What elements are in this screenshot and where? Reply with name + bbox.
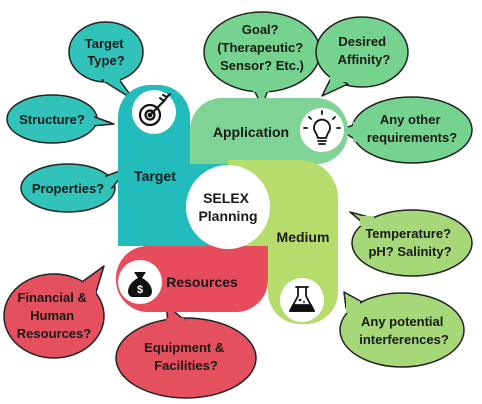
bubble-other-requirements: Any other requirements? xyxy=(339,96,473,164)
bubble-desired-affinity: Desired Affinity? xyxy=(315,16,409,97)
bubble-properties-shape xyxy=(20,163,116,213)
svg-text:$: $ xyxy=(137,284,143,296)
bubble-target-type-shape xyxy=(68,21,144,83)
bubble-desired-affinity-text: Desired Affinity? xyxy=(338,34,391,67)
arm-resources-label: Resources xyxy=(166,274,238,290)
arm-medium-label: Medium xyxy=(277,229,330,245)
bubble-equipment-shape xyxy=(115,317,257,399)
bubble-target-type-text: Target Type? xyxy=(85,36,127,68)
bubble-financial-text: Financial & Human Resources? xyxy=(17,290,91,341)
arm-application-label: Application xyxy=(213,124,289,140)
center-circle xyxy=(186,165,270,249)
money-bag-icon: $ xyxy=(128,272,152,297)
bubble-interferences-shape xyxy=(339,292,465,368)
bubble-equipment-text: Equipment & Facilities? xyxy=(144,340,228,373)
flask-icon xyxy=(289,286,315,312)
target-arrow-icon xyxy=(138,93,171,127)
bubble-interferences: Any potential interferences? xyxy=(339,291,465,368)
arm-target-label: Target xyxy=(134,168,176,184)
bubble-temperature-text: Temperature? pH? Salinity? xyxy=(365,226,454,259)
center-label: SELEX Planning xyxy=(198,190,257,224)
bubble-financial-shape xyxy=(3,273,105,359)
bubble-properties-text: Properties? xyxy=(32,181,104,196)
bubble-temperature-shape xyxy=(351,209,473,277)
bubble-target-type: Target Type? xyxy=(68,21,144,101)
bubble-structure-tail xyxy=(91,115,115,127)
lightbulb-icon xyxy=(303,110,341,145)
bubble-other-requirements-text: Any other requirements? xyxy=(367,112,457,145)
bubble-interferences-text: Any potential interferences? xyxy=(359,314,449,347)
bubble-structure-text: Structure? xyxy=(19,112,85,127)
bubble-properties: Properties? xyxy=(20,163,129,213)
bubble-equipment: Equipment & Facilities? xyxy=(115,303,257,399)
bubble-desired-affinity-shape xyxy=(315,16,409,88)
bubble-temperature: Temperature? pH? Salinity? xyxy=(349,209,473,277)
bubble-structure: Structure? xyxy=(6,94,115,144)
bubble-goal-text: Goal? (Therapeutic? Sensor? Etc.) xyxy=(217,22,307,73)
bubble-goal: Goal? (Therapeutic? Sensor? Etc.) xyxy=(203,11,321,107)
arm-medium-icon-disc xyxy=(280,278,324,322)
bubble-financial: Financial & Human Resources? xyxy=(3,265,105,359)
